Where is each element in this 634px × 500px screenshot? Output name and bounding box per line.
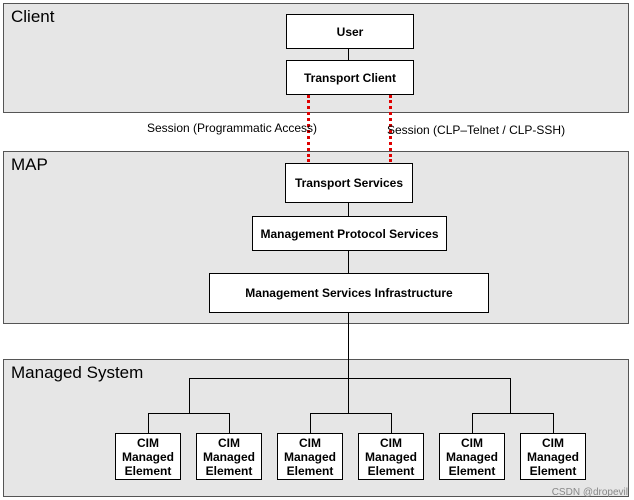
cim-line-1: CIM	[542, 435, 564, 450]
cim-line-3: Element	[124, 463, 172, 478]
cim-line-3: Element	[529, 463, 577, 478]
map-region-label: MAP	[11, 155, 48, 174]
connector-cim-6	[553, 413, 554, 433]
cim-line-2: Managed	[202, 449, 255, 464]
connector-bus-left	[148, 413, 230, 414]
connector-msi-trunk	[348, 312, 349, 378]
connector-mps-msi	[348, 250, 349, 273]
session-clp-label: Session (CLP–Telnet / CLP-SSH)	[387, 123, 566, 137]
session-programmatic-dash	[307, 95, 310, 162]
managed-system-region-label: Managed System	[11, 363, 144, 382]
cim-line-1: CIM	[299, 435, 321, 450]
cim-managed-element: CIM Managed Element	[196, 433, 262, 480]
connector-cim-1	[148, 413, 149, 433]
connector-cim-3	[310, 413, 311, 433]
transport-client-box: Transport Client	[286, 60, 414, 95]
cim-line-1: CIM	[380, 435, 402, 450]
management-services-infrastructure-box: Management Services Infrastructure	[209, 273, 489, 313]
cim-line-3: Element	[205, 463, 253, 478]
cim-line-2: Managed	[364, 449, 417, 464]
cim-managed-element: CIM Managed Element	[358, 433, 424, 480]
connector-drop-mid	[348, 378, 349, 413]
cim-line-3: Element	[448, 463, 496, 478]
connector-drop-right	[510, 378, 511, 413]
user-box: User	[286, 14, 414, 49]
connector-transport-mps	[348, 202, 349, 216]
cim-line-2: Managed	[526, 449, 579, 464]
cim-line-1: CIM	[461, 435, 483, 450]
client-region-label: Client	[11, 7, 55, 26]
cim-managed-element: CIM Managed Element	[277, 433, 343, 480]
connector-cim-5	[472, 413, 473, 433]
connector-bus-right	[472, 413, 554, 414]
watermark: CSDN @dropevil	[551, 487, 628, 498]
cim-line-3: Element	[367, 463, 415, 478]
connector-drop-left	[189, 378, 190, 413]
management-protocol-services-box: Management Protocol Services	[252, 216, 447, 251]
connector-cim-2	[229, 413, 230, 433]
cim-line-1: CIM	[137, 435, 159, 450]
cim-line-2: Managed	[121, 449, 174, 464]
connector-top-bus	[189, 378, 510, 379]
cim-managed-element: CIM Managed Element	[439, 433, 505, 480]
session-programmatic-label: Session (Programmatic Access)	[147, 121, 318, 135]
cim-managed-element: CIM Managed Element	[115, 433, 181, 480]
transport-services-box: Transport Services	[285, 163, 413, 203]
connector-bus-mid	[310, 413, 392, 414]
connector-cim-4	[391, 413, 392, 433]
cim-line-3: Element	[286, 463, 334, 478]
session-clp-dash	[389, 95, 392, 162]
cim-line-2: Managed	[445, 449, 498, 464]
cim-line-2: Managed	[283, 449, 336, 464]
cim-managed-element: CIM Managed Element	[520, 433, 586, 480]
connector-user-transport-client	[348, 48, 349, 61]
cim-line-1: CIM	[218, 435, 240, 450]
